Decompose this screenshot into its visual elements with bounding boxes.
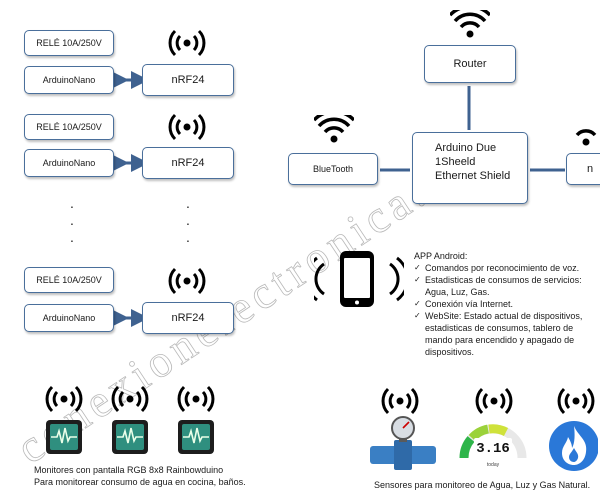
nrf24-label-2: nRF24 <box>171 157 205 169</box>
relay-label-1: RELÉ 10A/250V <box>36 38 102 48</box>
power-meter-icon: 3.16 today <box>459 424 527 468</box>
relay-box-3: RELÉ 10A/250V <box>24 267 114 293</box>
radio-waves-icon-sensor-power <box>475 387 513 415</box>
radio-waves-icon-monitor-1 <box>45 385 83 413</box>
router-label: Router <box>453 58 487 70</box>
nrf24-box-1: nRF24 <box>142 64 234 96</box>
wifi-icon-bluetooth <box>314 115 354 145</box>
relay-label-3: RELÉ 10A/250V <box>36 275 102 285</box>
water-sensor-icon <box>370 416 436 470</box>
right-partial-label: n <box>587 163 594 175</box>
meter-subtitle: today <box>487 462 500 468</box>
relay-box-1: RELÉ 10A/250V <box>24 30 114 56</box>
monitors-caption: Monitores con pantalla RGB 8x8 Rainbowdu… <box>34 464 274 488</box>
gas-flame-icon <box>549 421 598 471</box>
ellipsis-left: ... <box>70 195 74 245</box>
nrf24-label-3: nRF24 <box>171 312 205 324</box>
radio-waves-icon-sensor-water <box>381 387 419 415</box>
radio-waves-icon-monitor-3 <box>177 385 215 413</box>
app-features: APP Android: Comandos por reconocimiento… <box>414 250 594 358</box>
router-box: Router <box>424 45 516 83</box>
app-title: APP Android: <box>414 251 468 261</box>
radio-waves-icon-1 <box>168 29 206 57</box>
nrf24-box-3: nRF24 <box>142 302 234 334</box>
radio-waves-icon-2 <box>168 113 206 141</box>
arduino-due-line3: Ethernet Shield <box>435 170 511 182</box>
meter-value: 3.16 <box>476 441 510 457</box>
sensors-caption-text: Sensores para monitoreo de Agua, Luz y G… <box>374 480 591 490</box>
app-feature-item: Estadisticas de consumos de servicios: A… <box>414 274 594 298</box>
arduino-nano-box-1: ArduinoNano <box>24 66 114 94</box>
arduino-nano-label-1: ArduinoNano <box>42 75 96 85</box>
arduino-nano-box-2: ArduinoNano <box>24 149 114 177</box>
app-feature-item: WebSite: Estado actual de dispositivos, … <box>414 310 594 358</box>
radio-waves-icon-3 <box>168 267 206 295</box>
relay-label-2: RELÉ 10A/250V <box>36 122 102 132</box>
arduino-nano-label-2: ArduinoNano <box>42 158 96 168</box>
right-partial-box: n <box>566 153 600 185</box>
app-feature-item: Comandos por reconocimiento de voz. <box>414 262 594 274</box>
monitor-icon-2 <box>111 419 149 455</box>
monitors-caption-line2: Para monitorear consumo de agua en cocin… <box>34 477 246 487</box>
radio-waves-icon-monitor-2 <box>111 385 149 413</box>
arduino-nano-box-3: ArduinoNano <box>24 304 114 332</box>
wifi-icon-router <box>450 10 490 40</box>
monitors-caption-line1: Monitores con pantalla RGB 8x8 Rainbowdu… <box>34 465 224 475</box>
monitor-icon-3 <box>177 419 215 455</box>
bluetooth-box: BlueTooth <box>288 153 378 185</box>
smartphone-icon <box>314 251 404 307</box>
arduino-due-line2: 1Sheeld <box>435 156 476 168</box>
app-feature-list: Comandos por reconocimiento de voz. Esta… <box>414 262 594 358</box>
arduino-nano-label-3: ArduinoNano <box>42 313 96 323</box>
sensors-caption: Sensores para monitoreo de Agua, Luz y G… <box>374 479 600 491</box>
arduino-due-box: Arduino Due 1Sheeld Ethernet Shield <box>412 132 528 204</box>
relay-box-2: RELÉ 10A/250V <box>24 114 114 140</box>
bluetooth-label: BlueTooth <box>312 164 354 174</box>
wifi-icon-right <box>575 129 597 146</box>
nrf24-label-1: nRF24 <box>171 74 205 86</box>
monitor-icon-1 <box>45 419 83 455</box>
radio-waves-icon-sensor-gas <box>557 387 595 415</box>
ellipsis-right: ... <box>186 195 190 245</box>
arduino-due-line1: Arduino Due <box>435 142 497 154</box>
nrf24-box-2: nRF24 <box>142 147 234 179</box>
app-feature-item: Conexión vía Internet. <box>414 298 594 310</box>
